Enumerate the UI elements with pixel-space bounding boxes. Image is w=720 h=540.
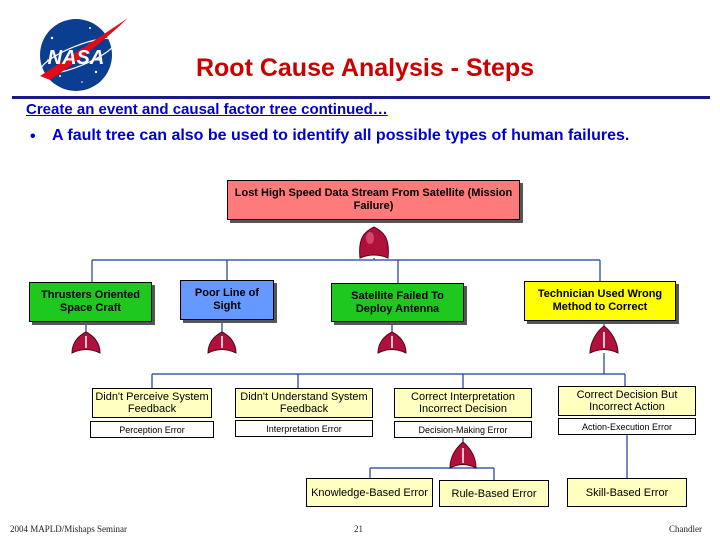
title-divider [12,96,710,99]
slide-title: Root Cause Analysis - Steps [195,54,535,82]
bullet-icon: • [30,128,36,145]
rule-based-error-box: Rule-Based Error [439,480,549,507]
or-gate-icon [589,325,619,354]
svg-text:NASA: NASA [48,47,105,69]
top-event-box: Lost High Speed Data Stream From Satelli… [227,180,520,220]
error-label-action: Action-Execution Error [558,418,696,435]
cause-box-thrusters: Thrusters Oriented Space Craft [29,282,152,322]
failure-box-action: Correct Decision But Incorrect Action [558,386,696,416]
footer-right: Chandler [669,524,702,534]
or-gate-icon [71,331,101,354]
cause-box-line-of-sight: Poor Line of Sight [180,280,274,320]
or-gate-icon [207,331,237,354]
failure-box-decision: Correct Interpretation Incorrect Decisio… [394,388,532,418]
error-label-interpretation: Interpretation Error [235,420,373,437]
nasa-logo: NASA [40,18,128,91]
failure-box-perception: Didn't Perceive System Feedback [92,388,212,418]
slide-subtitle: Create an event and causal factor tree c… [26,101,388,118]
footer-left: 2004 MAPLD/Mishaps Seminar [10,524,127,534]
or-gate-icon [377,331,407,354]
error-label-decision: Decision-Making Error [394,421,532,438]
knowledge-based-error-box: Knowledge-Based Error [306,478,433,507]
error-label-perception: Perception Error [90,421,214,438]
or-gate-icon [449,441,477,469]
cause-box-technician: Technician Used Wrong Method to Correct [524,281,676,321]
skill-based-error-box: Skill-Based Error [567,478,687,507]
page-number: 21 [354,524,363,534]
top-or-gate-icon [359,226,389,259]
bullet-text: A fault tree can also be used to identif… [52,127,630,144]
cause-box-antenna: Satellite Failed To Deploy Antenna [331,283,464,322]
failure-box-interpretation: Didn't Understand System Feedback [235,388,373,418]
